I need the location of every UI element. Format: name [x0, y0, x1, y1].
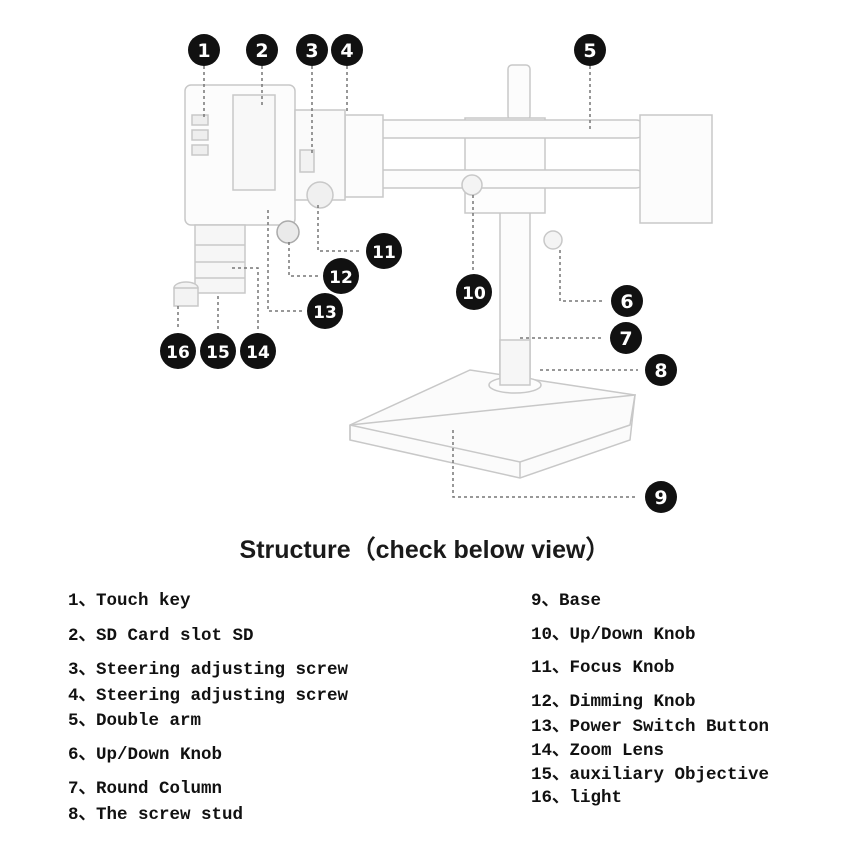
- legend-item-7: 7、Round Column: [68, 779, 223, 799]
- callout-badge-2: 2: [246, 34, 278, 66]
- leader-9: [452, 430, 638, 498]
- diagram-title: Structure（check below view）: [239, 536, 611, 564]
- legend-item-5: 5、Double arm: [68, 711, 202, 731]
- round-column: [488, 64, 542, 394]
- svg-text:9: 9: [654, 487, 667, 509]
- callout-badges: 1 2 3 4 5 6 7 8 9 10 11 12 13 14 15 16: [160, 34, 677, 513]
- callout-badge-14: 14: [240, 333, 276, 369]
- microscope-drawing: [173, 64, 713, 479]
- up-down-knob-arm: [461, 174, 483, 196]
- legend-item-16: 16、light: [531, 788, 623, 808]
- base-plate: [349, 369, 636, 479]
- legend-item-3: 3、Steering adjusting screw: [68, 660, 349, 680]
- svg-text:13: 13: [313, 303, 337, 323]
- svg-text:7: 7: [619, 328, 632, 350]
- callout-badge-9: 9: [645, 481, 677, 513]
- zoom-lens-drawing: [173, 224, 246, 307]
- leader-6: [559, 250, 604, 302]
- legend-item-9: 9、Base: [531, 591, 602, 611]
- callout-badge-8: 8: [645, 354, 677, 386]
- leader-14: [232, 267, 259, 330]
- callout-badge-11: 11: [366, 233, 402, 269]
- callout-badge-12: 12: [323, 258, 359, 294]
- callout-badge-15: 15: [200, 333, 236, 369]
- callout-badge-16: 16: [160, 333, 196, 369]
- legend-item-11: 11、Focus Knob: [531, 658, 675, 678]
- svg-text:14: 14: [246, 343, 270, 363]
- microscope-structure-diagram: 1 2 3 4 5 6 7 8 9 10 11 12 13 14 15 16: [160, 34, 713, 513]
- svg-text:16: 16: [166, 343, 190, 363]
- leader-lines: [177, 66, 638, 498]
- legend-item-14: 14、Zoom Lens: [531, 741, 665, 761]
- legend-item-13: 13、Power Switch Button: [531, 717, 770, 737]
- svg-text:6: 6: [620, 291, 633, 313]
- callout-badge-1: 1: [188, 34, 220, 66]
- callout-badge-10: 10: [456, 274, 492, 310]
- svg-text:2: 2: [255, 40, 268, 62]
- svg-text:11: 11: [372, 243, 396, 263]
- svg-text:3: 3: [305, 40, 318, 62]
- callout-badge-7: 7: [610, 322, 642, 354]
- callout-badge-13: 13: [307, 293, 343, 329]
- legend-item-6: 6、Up/Down Knob: [68, 745, 223, 765]
- legend-item-2: 2、SD Card slot SD: [68, 626, 254, 646]
- svg-text:1: 1: [197, 40, 210, 62]
- legend-item-15: 15、auxiliary Objective: [531, 765, 770, 785]
- callout-badge-5: 5: [574, 34, 606, 66]
- legend-item-10: 10、Up/Down Knob: [531, 625, 696, 645]
- legend-item-1: 1、Touch key: [68, 591, 191, 611]
- callout-badge-3: 3: [296, 34, 328, 66]
- double-arm: [344, 114, 713, 224]
- svg-text:8: 8: [654, 360, 667, 382]
- legend-item-8: 8、The screw stud: [68, 805, 244, 825]
- legend-item-4: 4、Steering adjusting screw: [68, 686, 349, 706]
- svg-text:12: 12: [329, 268, 353, 288]
- callout-badge-4: 4: [331, 34, 363, 66]
- leader-11: [317, 205, 362, 252]
- svg-text:10: 10: [462, 284, 486, 304]
- legend-item-12: 12、Dimming Knob: [531, 692, 696, 712]
- svg-text:5: 5: [583, 40, 596, 62]
- callout-badge-6: 6: [611, 285, 643, 317]
- svg-text:15: 15: [206, 343, 230, 363]
- up-down-knob-column: [543, 230, 563, 250]
- camera-body: [184, 84, 346, 244]
- svg-text:4: 4: [340, 40, 353, 62]
- leader-12: [288, 242, 320, 277]
